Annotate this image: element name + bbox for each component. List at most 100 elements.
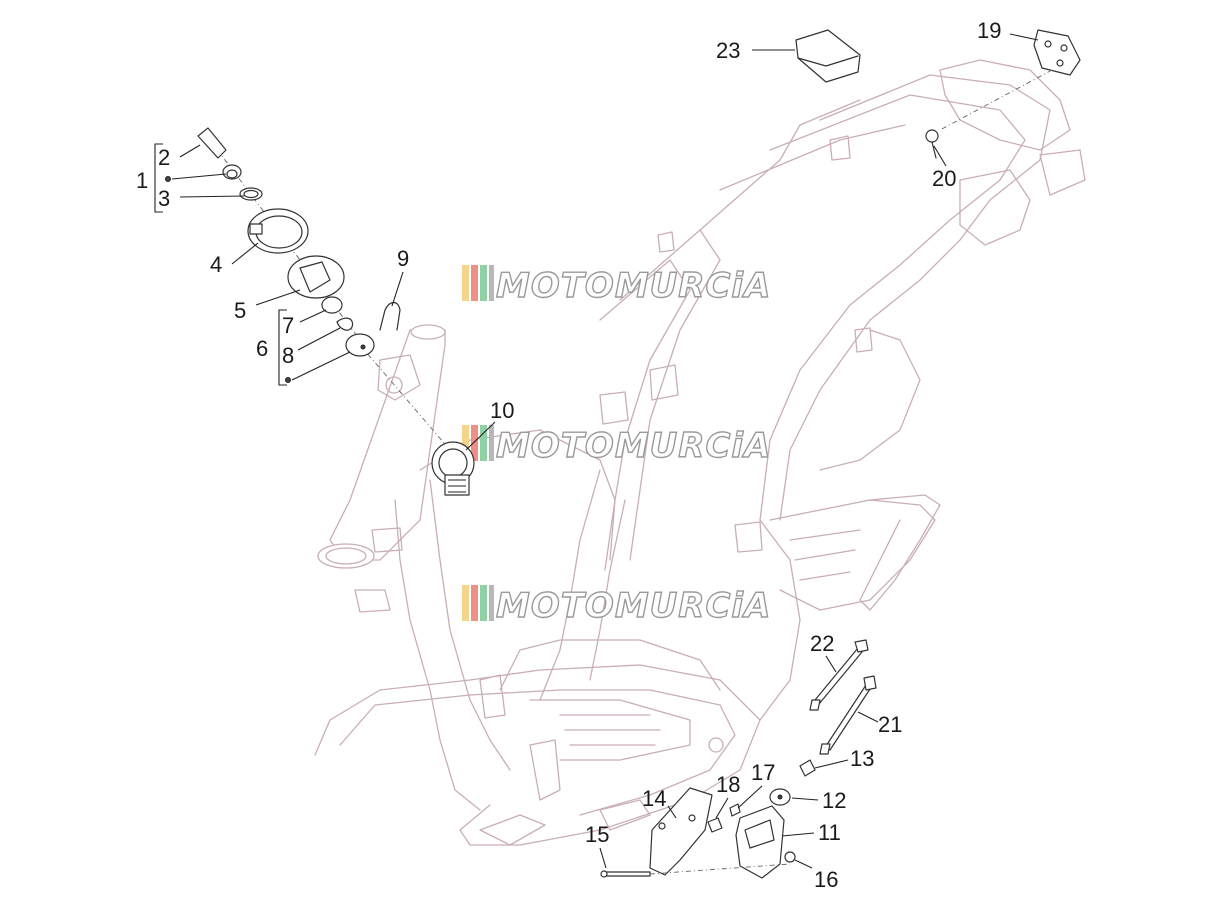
lower-rear-lug <box>599 799 651 831</box>
leader-1 <box>171 173 227 180</box>
frame-tab-3 <box>734 521 763 553</box>
pivot-bushing <box>708 737 724 753</box>
leader-21 <box>857 711 879 723</box>
callout-17: 17 <box>751 760 775 785</box>
axis-19 <box>939 69 1053 131</box>
bullet-6 <box>285 377 291 383</box>
down-tube-right-inner <box>589 499 626 681</box>
floor-boss <box>479 674 506 719</box>
part-14-hole-2 <box>688 814 696 822</box>
footrest-plate <box>859 494 941 611</box>
steering-head-tube <box>329 329 446 561</box>
frame-rail-left-upper <box>619 229 721 561</box>
head-tube-bottom-inner <box>325 547 367 565</box>
leader-9 <box>391 271 404 307</box>
callout-23: 23 <box>716 38 740 63</box>
leader-10 <box>465 421 496 451</box>
part-3-ring-inner <box>243 189 259 199</box>
callout-labels: 1 2 3 4 5 6 7 8 9 10 11 12 13 14 15 16 1… <box>136 18 1001 892</box>
part-17-screw <box>729 803 741 817</box>
part-12-fastener-hole <box>777 794 783 800</box>
part-5-lock-face <box>299 261 331 293</box>
head-bracket-hole <box>385 376 403 394</box>
callout-3: 3 <box>158 186 170 211</box>
frame-tab-6 <box>657 231 675 253</box>
part-9-spring-wire <box>379 301 401 331</box>
part-21-rod <box>825 684 871 751</box>
front-side-bracket <box>354 589 391 613</box>
leader-18 <box>715 797 729 819</box>
floor-plate <box>529 699 691 761</box>
part-4-clamp-ring-inner <box>255 215 303 249</box>
callout-10: 10 <box>490 398 514 423</box>
axis-15 <box>649 863 791 875</box>
watermark-text-middle: MOTOMURCiA <box>496 426 771 466</box>
part-20-screw-head <box>925 129 939 143</box>
frame-rail-right-upper <box>779 74 1051 521</box>
part-20-screw-shank <box>931 141 937 159</box>
lower-front-lug <box>479 814 546 846</box>
bracket-6 <box>278 309 287 386</box>
footrest-support <box>769 499 936 611</box>
leader-13 <box>814 759 849 769</box>
leader-7 <box>299 309 327 323</box>
watermark-text-top: MOTOMURCiA <box>496 266 771 306</box>
part-14-bracket <box>649 787 713 876</box>
part-18-clip <box>707 817 723 833</box>
frame-rail-right-inner <box>759 94 1026 521</box>
callout-11: 11 <box>818 820 841 845</box>
part-22-rod-end <box>854 639 869 653</box>
ignition-parts-group <box>154 127 496 496</box>
head-bracket <box>377 354 421 401</box>
part-4-clamp-tab <box>249 223 263 235</box>
frame-tab-2 <box>649 364 679 401</box>
part-21-rod-end <box>863 675 877 691</box>
leader-17 <box>737 785 763 809</box>
part-2-lock-pin <box>197 127 227 159</box>
part-10-switch-face <box>438 448 468 478</box>
part-16-nut <box>784 851 796 863</box>
leader-12 <box>791 797 819 801</box>
part-7-clip-ring <box>321 296 343 314</box>
callout-7: 7 <box>282 313 294 338</box>
lower-right-parts <box>599 639 879 879</box>
leader-16 <box>794 859 813 869</box>
floor-cradle-inner <box>339 689 736 816</box>
leader-15 <box>599 847 607 869</box>
leader-5 <box>255 289 301 306</box>
watermark-middle: MOTOMURCiA <box>462 425 771 467</box>
part-19-latch-plate <box>1033 29 1081 76</box>
callout-12: 12 <box>822 788 846 813</box>
part-19-hole-2 <box>1060 44 1068 52</box>
callout-6: 6 <box>256 336 268 361</box>
watermark-bottom: MOTOMURCiA <box>462 585 771 627</box>
frame-mid-tube <box>819 329 921 471</box>
leader-6 <box>291 351 351 381</box>
leader-4 <box>231 242 259 265</box>
floor-plate-ribs <box>559 714 661 746</box>
callout-2: 2 <box>158 145 170 170</box>
part-7-clip <box>336 317 354 331</box>
callout-8: 8 <box>282 343 294 368</box>
main-down-tube-inner <box>429 479 511 771</box>
callout-18: 18 <box>716 772 740 797</box>
callout-9: 9 <box>397 246 409 271</box>
leader-2 <box>179 144 201 158</box>
part-22-rod <box>814 647 863 705</box>
callout-19: 19 <box>977 18 1001 43</box>
callout-13: 13 <box>850 746 874 771</box>
main-down-tube-left <box>394 499 481 811</box>
leader-11 <box>781 832 815 837</box>
watermark-text-bottom: MOTOMURCiA <box>496 586 771 626</box>
leader-20 <box>933 145 947 167</box>
part-15-bolt <box>603 871 651 877</box>
part-22-rod-tip <box>809 699 821 711</box>
down-tube-right <box>539 469 601 701</box>
frame-rail-cross-mid <box>699 99 861 231</box>
frame-tab-1 <box>599 391 629 425</box>
part-21-rod-tip <box>819 743 831 755</box>
frame-rail-cross-top <box>719 124 906 191</box>
callout-22: 22 <box>810 631 834 656</box>
part-11-latch-face <box>744 819 775 849</box>
